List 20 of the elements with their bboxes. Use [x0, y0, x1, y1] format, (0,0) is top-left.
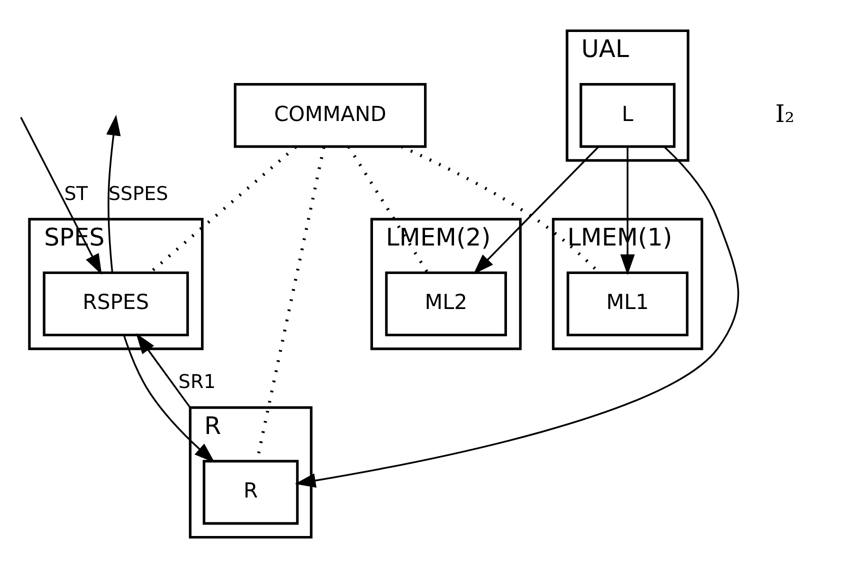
arrow [123, 335, 215, 463]
node-box: L [580, 83, 676, 148]
connector [348, 146, 429, 274]
node-box: COMMAND [234, 83, 427, 148]
arrow [294, 146, 739, 488]
node-box: ML2 [385, 271, 507, 336]
label: I₂ [775, 100, 794, 128]
node-box: RSPES [42, 271, 189, 336]
edge-label: ST [64, 182, 88, 205]
node-box: ML1 [566, 271, 688, 336]
arrow [136, 333, 191, 408]
arrow [620, 146, 635, 276]
connector [400, 145, 600, 274]
edge-label: SR1 [178, 371, 216, 394]
arrow [106, 114, 121, 273]
edge-label: SSPES [108, 182, 168, 205]
arrow [20, 116, 102, 275]
node-box: R [202, 460, 299, 525]
arrow [473, 146, 599, 274]
connector [149, 146, 297, 274]
